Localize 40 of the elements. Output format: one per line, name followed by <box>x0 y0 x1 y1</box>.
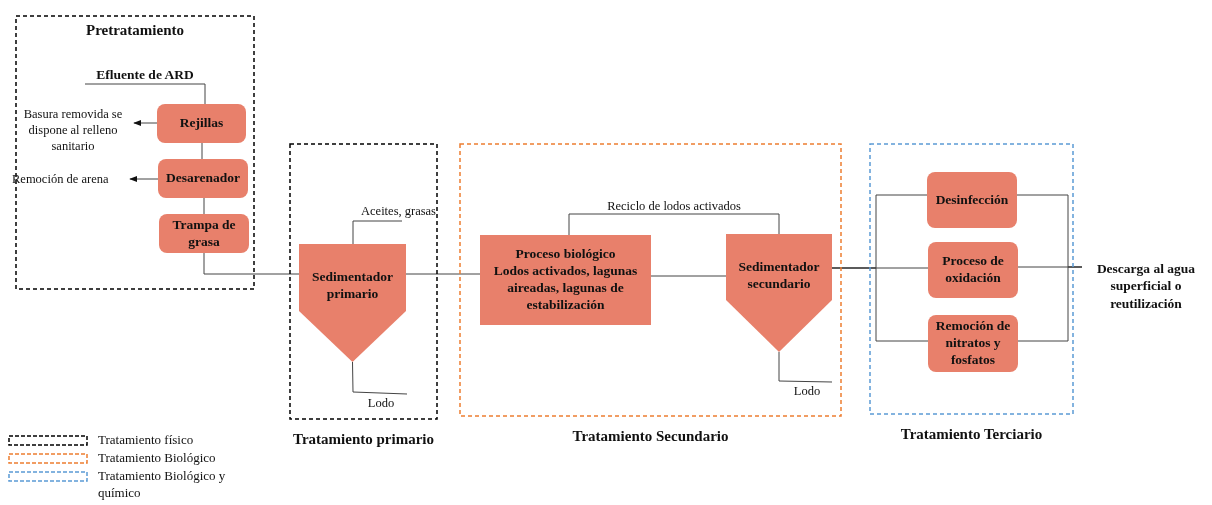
connector-line <box>650 275 727 277</box>
process-box: Proceso de oxidación <box>928 242 1018 298</box>
connector-line <box>352 220 403 245</box>
tank-label: Sedimentador primario <box>311 269 394 303</box>
connector-line <box>831 267 929 342</box>
arrow <box>133 119 158 127</box>
flow-text: Descarga al agua superficial o reutilización <box>1095 259 1197 313</box>
legend-label: Tratamiento Biológico y químico <box>98 467 227 502</box>
flow-text: Aceites, grasas <box>361 203 436 220</box>
group-title: Tratamiento primario <box>293 431 434 447</box>
connector-line <box>405 273 481 275</box>
connector-line <box>203 252 300 275</box>
flow-text: Lodo <box>367 394 395 412</box>
connector-line <box>352 361 408 395</box>
process-box: Desinfección <box>927 172 1017 228</box>
box-text: Lodos activados, lagunas aireadas, lagunas de estabilización <box>492 263 639 314</box>
arrow <box>129 175 159 183</box>
edge-label: Reciclo de lodos activados <box>605 199 743 213</box>
process-box: Desarenador <box>158 159 248 198</box>
legend-label: Tratamiento Biológico <box>98 449 217 467</box>
group-title: Tratamiento Secundario <box>572 428 729 444</box>
flow-text: Remoción de arena <box>12 170 109 188</box>
legend-label: Tratamiento físico <box>98 432 195 449</box>
tank-label: Sedimentador secundario <box>737 259 821 293</box>
process-box: Trampa de grasa <box>159 214 249 253</box>
connector-line <box>201 142 203 160</box>
flow-text: Basura removida se dispone al relleno sanitario <box>22 105 124 155</box>
connector-line <box>203 197 205 215</box>
connector-line <box>1017 266 1083 342</box>
flow-text: Lodo <box>793 382 821 400</box>
process-box <box>480 235 651 325</box>
process-box: Remoción de nitratos y fosfatos <box>928 315 1018 372</box>
connector-line <box>568 213 780 236</box>
group-title: Pretratamiento <box>86 22 184 38</box>
connector-line <box>778 351 833 383</box>
box-text: Proceso biológico <box>515 246 616 264</box>
connector-line <box>84 83 206 105</box>
flow-text: Efluente de ARD <box>96 66 194 84</box>
process-box: Rejillas <box>157 104 246 143</box>
group-title: Tratamiento Terciario <box>900 426 1043 442</box>
